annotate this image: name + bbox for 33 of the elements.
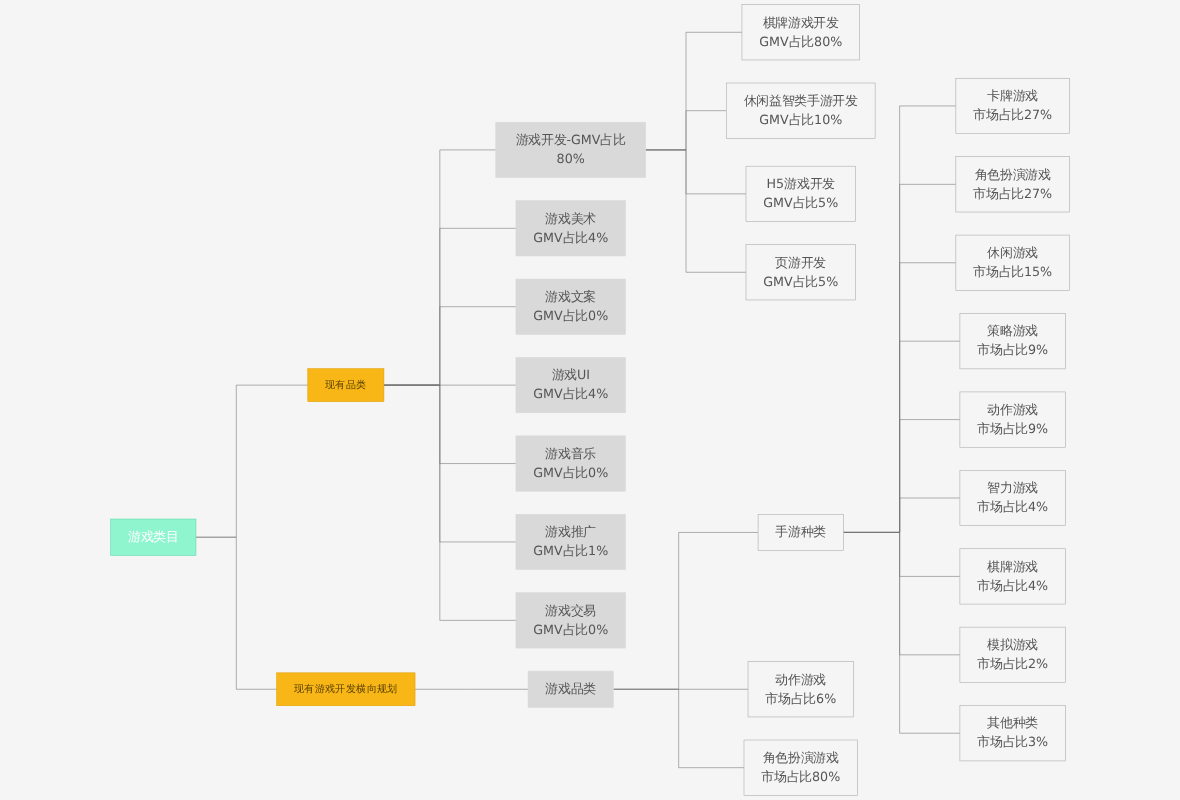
node-box [110,518,197,556]
node-box [527,670,614,708]
connector [383,384,517,621]
node-box [959,470,1066,526]
connector [645,149,747,273]
node-box [959,313,1066,370]
node-box [515,592,626,649]
node-box [743,739,858,796]
node-box [307,368,385,402]
node-box [515,278,626,335]
node-box [515,435,626,492]
connector [843,532,961,734]
node-box [757,514,844,551]
node-box [515,514,626,570]
node-box [959,705,1066,762]
node-box [741,4,860,61]
connector [613,689,745,768]
connector [414,689,529,690]
node-box [515,200,626,257]
node-box [726,82,876,139]
node-box [276,672,416,706]
node-box [959,391,1066,448]
node-box [515,357,626,414]
node-box [745,165,856,222]
node-box [955,234,1070,291]
node-box [955,156,1070,213]
node-box [745,244,856,301]
node-box [747,661,854,718]
node-box [959,626,1066,683]
node-box [495,121,646,178]
node-box [955,77,1070,134]
node-box [959,548,1066,605]
connector [195,536,277,690]
